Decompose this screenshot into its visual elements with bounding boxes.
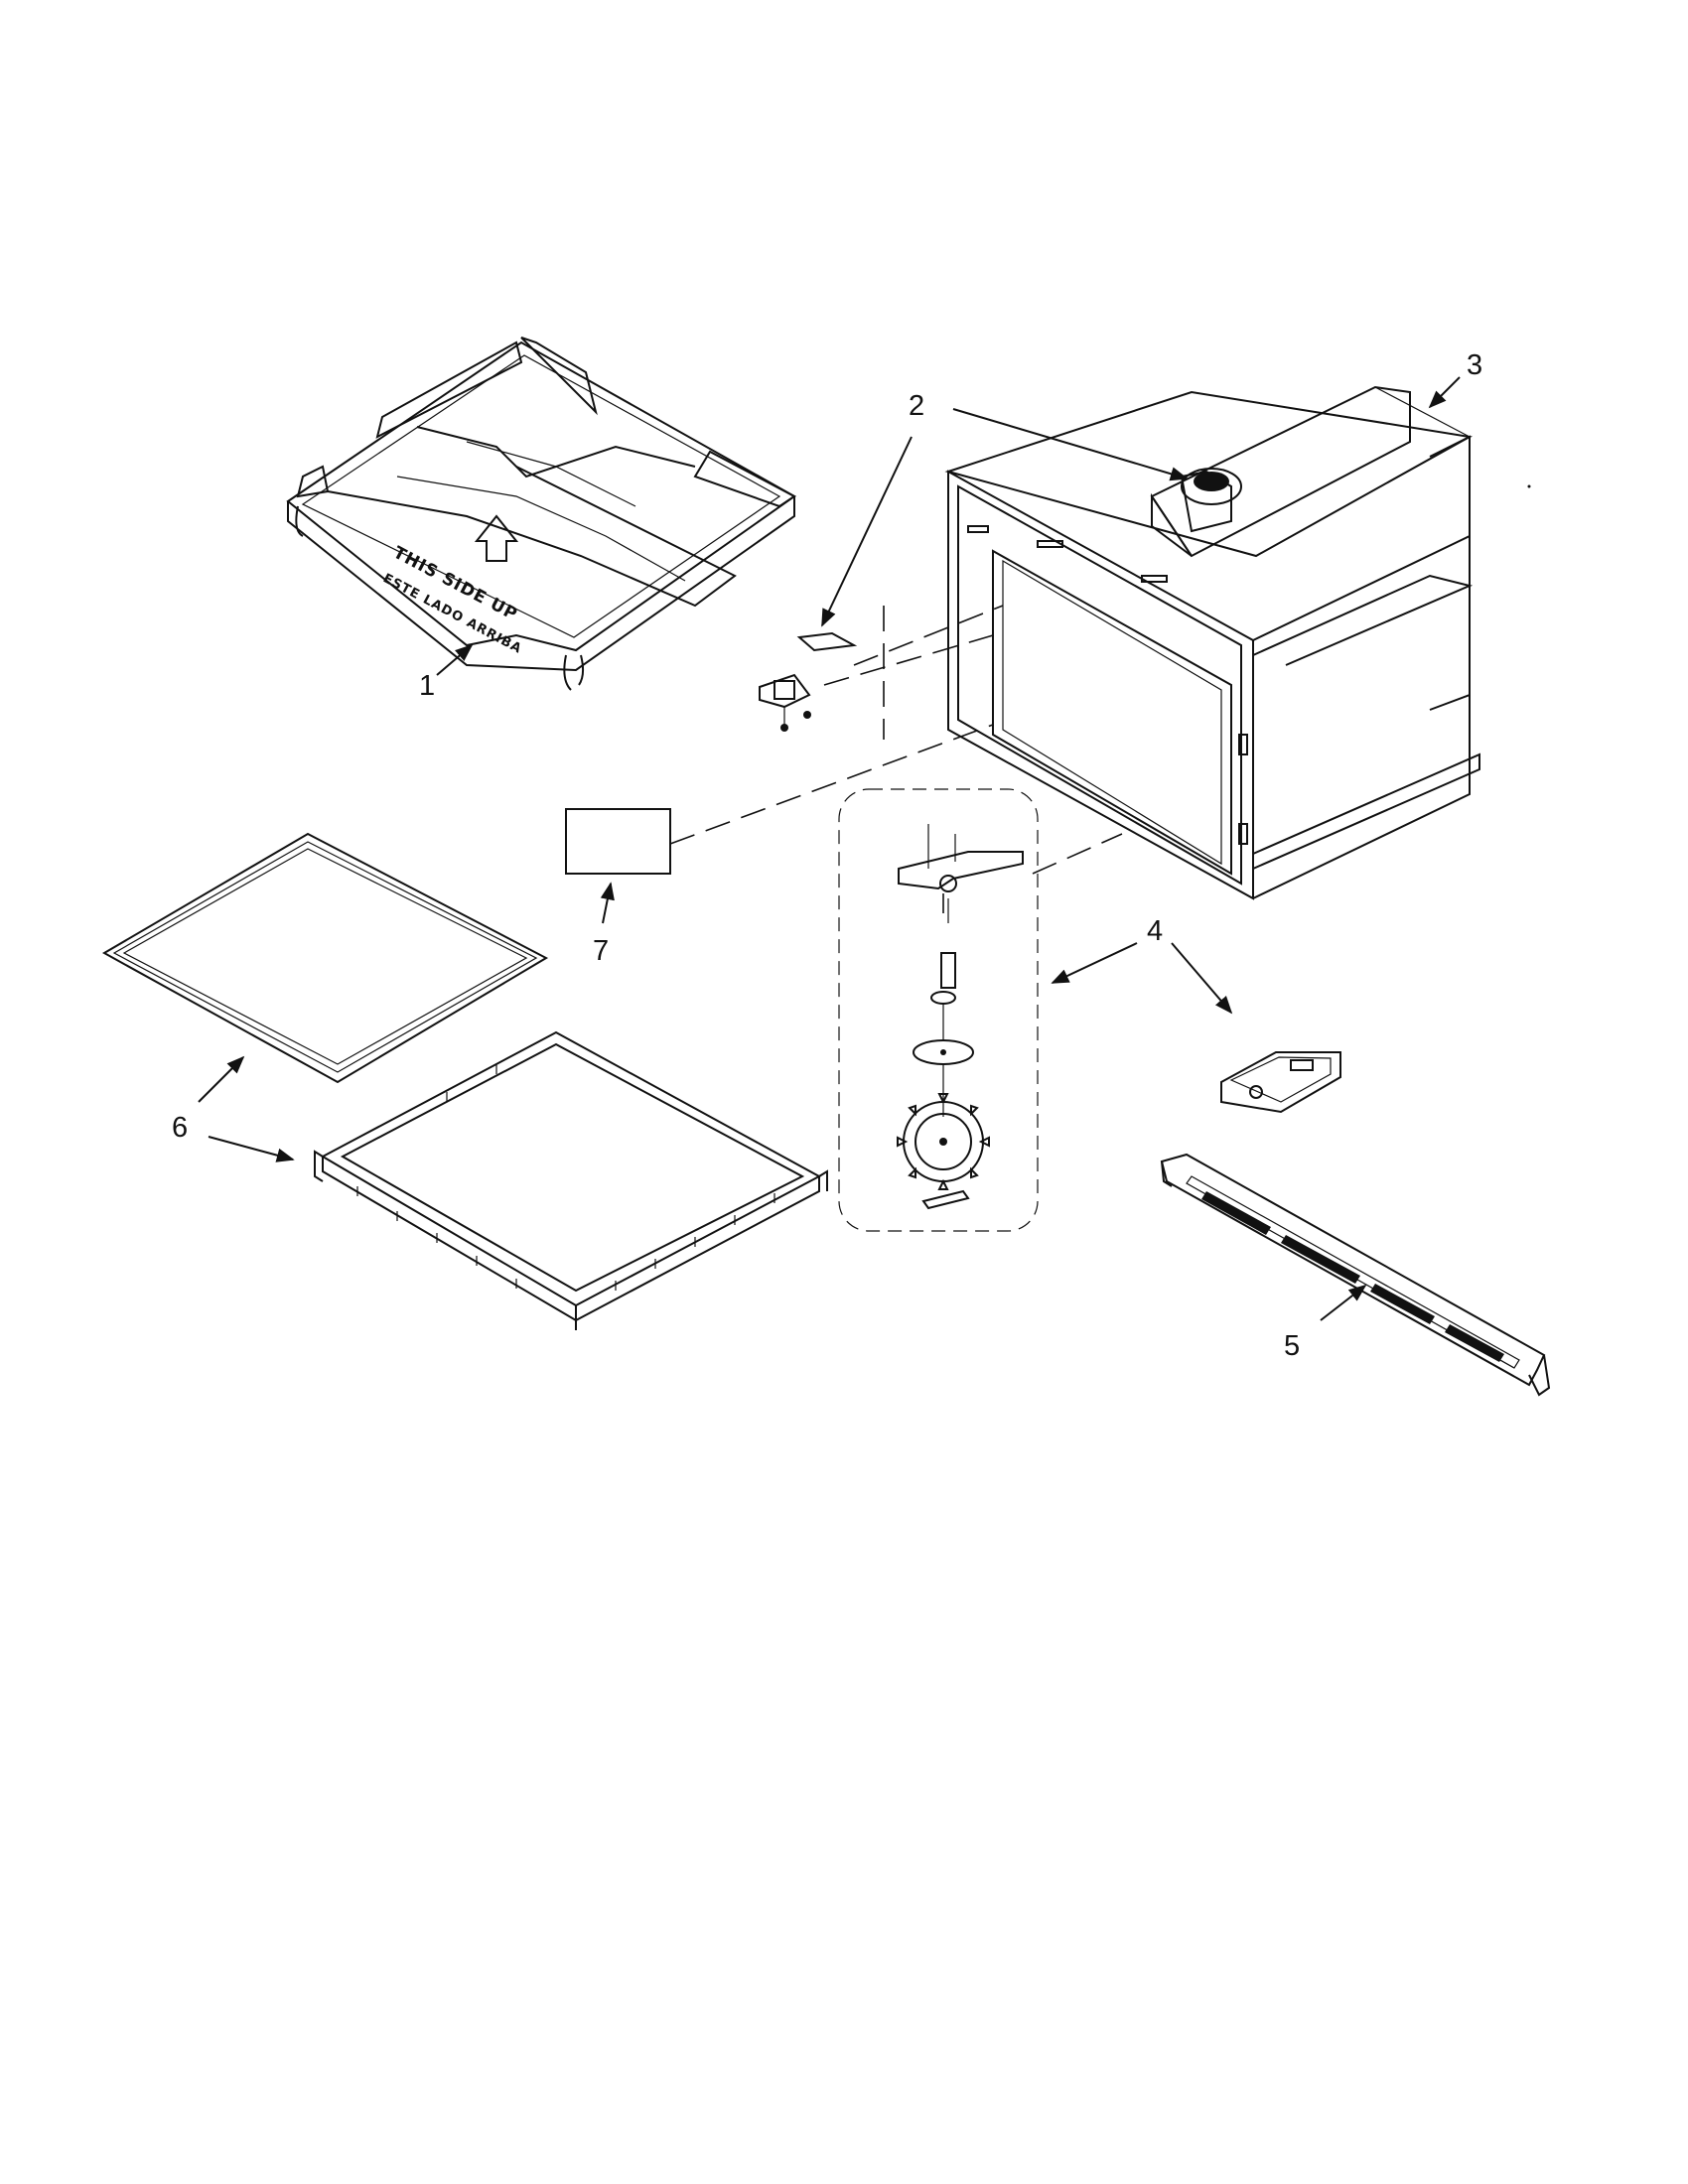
callout-7: 7 [593,935,609,967]
part-4-control-board [1220,1051,1341,1114]
callout-6: 6 [172,1112,188,1144]
part-6-door-frame [314,1030,828,1330]
callout-1: 1 [419,670,435,702]
part-5-vent-grille [1160,1153,1551,1397]
callout-5: 5 [1284,1330,1300,1362]
part-3-oven-frame [944,385,1480,900]
part-7-label [565,808,671,875]
stray-dot [1527,484,1531,488]
callout-3: 3 [1467,349,1482,381]
part-6-glass-frame [101,832,549,1084]
callout-numbers: 1 2 3 4 5 6 7 [172,349,1482,1362]
assembly-lines [669,605,1123,913]
callout-4: 4 [1147,915,1163,947]
part-4-turntable-assembly [838,788,1039,1232]
part-1-shipping-tray: THIS SIDE UP ESTE LADO ARRIBA [286,337,796,691]
leader-lines [198,376,1461,1321]
part-2-bracket [759,631,858,732]
callout-2: 2 [909,390,924,422]
